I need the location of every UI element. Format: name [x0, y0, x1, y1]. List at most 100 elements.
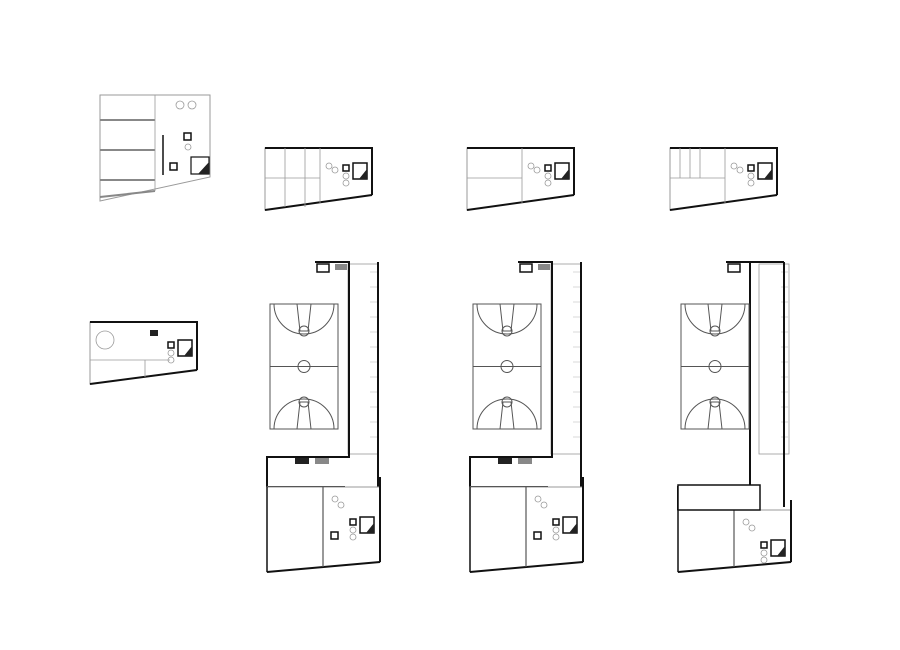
plan-level-mezzanine — [89, 321, 198, 385]
toilet-fixture — [544, 172, 552, 180]
elevator — [760, 541, 768, 549]
fixture — [534, 495, 542, 503]
fixture — [95, 330, 115, 350]
fixture — [175, 100, 185, 110]
stair-fill — [198, 162, 209, 174]
stair-fill — [366, 523, 374, 533]
free-throw-circle — [298, 325, 310, 337]
exterior-wall — [265, 147, 373, 195]
fixture — [331, 166, 339, 174]
fixture — [540, 501, 548, 509]
free-throw-circle — [501, 325, 513, 337]
three-point-arc — [684, 303, 746, 335]
toilet-fixture — [544, 179, 552, 187]
stair-fill — [359, 169, 367, 179]
center-circle — [708, 360, 722, 373]
elevator — [167, 341, 175, 349]
key — [296, 303, 312, 332]
key — [707, 401, 723, 430]
toilet-fixture — [342, 172, 350, 180]
center-circle — [297, 360, 311, 373]
toilet-fixture — [349, 526, 357, 534]
exterior-wall — [467, 147, 575, 195]
toilet-fixture — [760, 556, 768, 564]
stair-top — [727, 263, 741, 273]
three-point-arc — [684, 398, 746, 430]
fixture — [337, 501, 345, 509]
plan-ground-1 — [266, 261, 381, 573]
elevator — [169, 162, 178, 171]
elevator — [544, 164, 552, 172]
key — [499, 401, 515, 430]
free-throw-circle — [709, 396, 721, 408]
plan-ground-3 — [677, 261, 792, 573]
plan-ground-2 — [469, 261, 584, 573]
corridor — [347, 263, 379, 455]
toilet-fixture — [747, 172, 755, 180]
fixture — [748, 524, 756, 532]
toilet-fixture — [167, 356, 175, 364]
key — [296, 401, 312, 430]
stair-block — [150, 330, 158, 336]
fixture — [187, 100, 197, 110]
fixture — [184, 143, 192, 151]
center-circle — [500, 360, 514, 373]
lobby-wall — [677, 484, 761, 511]
gym-wall — [266, 261, 350, 487]
fixture — [736, 166, 744, 174]
toilet-fixture — [747, 179, 755, 187]
fixture — [742, 518, 750, 526]
stair-fill — [184, 346, 192, 356]
elevator — [342, 164, 350, 172]
exterior-wall — [90, 321, 198, 370]
stair-top-fill — [538, 264, 550, 270]
stair-top-fill — [335, 264, 347, 270]
free-throw-circle — [298, 396, 310, 408]
elevator — [747, 164, 755, 172]
fixture — [325, 162, 333, 170]
basketball-court — [269, 303, 339, 430]
free-throw-circle — [709, 325, 721, 337]
fixture — [533, 166, 541, 174]
plan-upper-2 — [466, 147, 575, 211]
toilet-fixture — [349, 533, 357, 541]
exterior-wall-slanted — [89, 369, 198, 385]
plan-upper-3 — [669, 147, 778, 211]
exterior-wall-slanted — [466, 194, 575, 211]
stair-fill — [764, 169, 772, 179]
stair-fill — [569, 523, 577, 533]
exterior-wall — [670, 147, 778, 195]
fixture — [331, 495, 339, 503]
three-point-arc — [273, 398, 335, 430]
stair-block — [295, 458, 309, 464]
fixture — [527, 162, 535, 170]
stair-block — [518, 458, 532, 464]
elevator — [349, 518, 357, 526]
free-throw-circle — [501, 396, 513, 408]
stair-fill — [777, 546, 785, 556]
partition-thick — [99, 190, 156, 198]
corridor — [758, 263, 790, 455]
toilet-fixture — [552, 533, 560, 541]
three-point-arc — [476, 398, 538, 430]
basketball-court — [472, 303, 542, 430]
toilet-fixture — [342, 179, 350, 187]
gym-wall — [469, 261, 553, 487]
elevator — [533, 531, 542, 540]
plan-level-upper — [99, 94, 211, 202]
key — [499, 303, 515, 332]
stair-block — [315, 458, 329, 464]
corridor — [550, 263, 582, 455]
three-point-arc — [476, 303, 538, 335]
toilet-fixture — [760, 549, 768, 557]
exterior-wall-slanted — [669, 194, 778, 211]
stair-block — [498, 458, 512, 464]
stair-top — [316, 263, 330, 273]
elevator — [330, 531, 339, 540]
toilet-fixture — [167, 349, 175, 357]
fixture — [730, 162, 738, 170]
basketball-court — [680, 303, 750, 430]
exterior-wall-slanted — [264, 194, 373, 211]
key — [707, 303, 723, 332]
